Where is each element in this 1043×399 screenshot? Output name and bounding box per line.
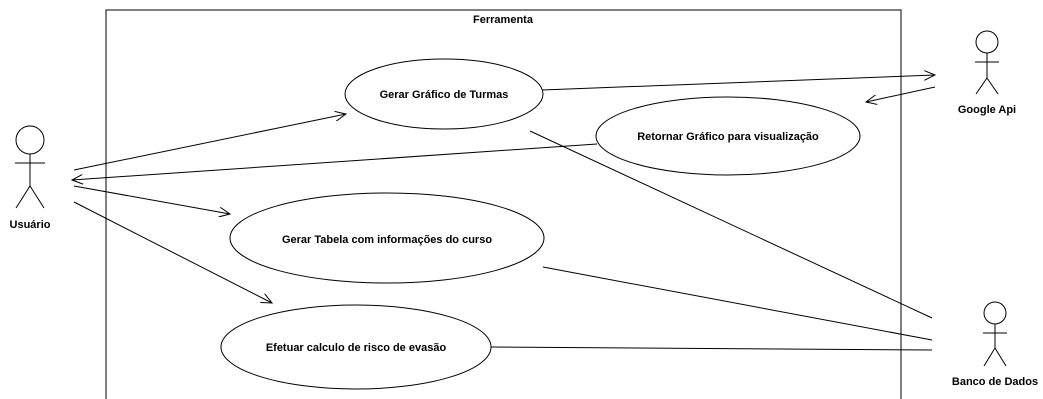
system-boundary: Ferramenta: [105, 9, 902, 399]
actor-usuario-label: Usuário: [10, 219, 51, 231]
actor-usuario[interactable]: Usuário: [10, 125, 51, 231]
use-case-gerar-tabela[interactable]: Gerar Tabela com informações do curso: [229, 192, 545, 284]
use-case-gerar-grafico-label: Gerar Gráfico de Turmas: [380, 89, 509, 101]
actor-google-api[interactable]: Google Api: [958, 30, 1016, 116]
use-case-efetuar-calculo-label: Efetuar calculo de risco de evasão: [266, 342, 447, 354]
assoc-gerar-tabela-banco: [542, 266, 933, 341]
assoc-usuario-gerar-tabela: [73, 185, 230, 214]
associations: [72, 75, 936, 351]
assoc-usuario-gerar-grafico: [73, 114, 346, 171]
actor-banco-de-dados[interactable]: Banco de Dados: [952, 301, 1038, 388]
assoc-gerar-grafico-banco: [529, 130, 933, 319]
assoc-efetuar-calculo-banco: [490, 346, 933, 351]
actor-banco-de-dados-label: Banco de Dados: [952, 376, 1038, 388]
use-case-gerar-tabela-label: Gerar Tabela com informações do curso: [282, 234, 492, 246]
use-case-efetuar-calculo[interactable]: Efetuar calculo de risco de evasão: [220, 304, 492, 390]
stick-figure-icon: [975, 30, 999, 95]
use-case-gerar-grafico[interactable]: Gerar Gráfico de Turmas: [344, 58, 544, 130]
stick-figure-icon: [983, 301, 1007, 367]
assoc-retornar-usuario: [72, 143, 598, 180]
use-case-retornar-grafico-label: Retornar Gráfico para visualização: [637, 131, 819, 143]
system-title: Ferramenta: [473, 14, 534, 26]
use-case-retornar-grafico[interactable]: Retornar Gráfico para visualização: [595, 96, 861, 176]
actor-google-api-label: Google Api: [958, 104, 1016, 116]
assoc-google-retornar: [866, 86, 936, 102]
assoc-gerar-grafico-google: [541, 75, 935, 91]
stick-figure-icon: [15, 125, 45, 209]
assoc-usuario-efetuar-calculo: [73, 201, 272, 303]
